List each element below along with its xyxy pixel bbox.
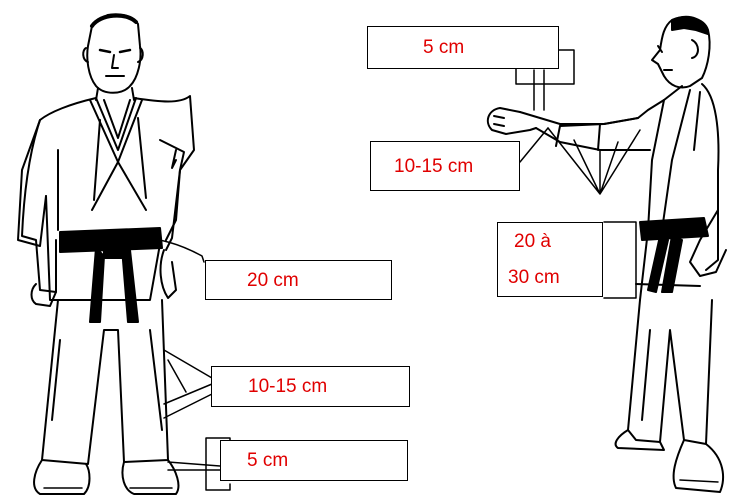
side-feet xyxy=(614,429,724,493)
sleeve-width-text: 10-15 cm xyxy=(394,155,474,177)
side-belt xyxy=(639,217,709,293)
front-view-figure xyxy=(17,13,195,495)
belt-height-text-line2: 30 cm xyxy=(508,267,560,289)
belt-height-text-line1: 20 à xyxy=(514,230,551,252)
sleeve-gap-label: 10-15 cm xyxy=(211,366,410,407)
side-trousers xyxy=(627,299,713,445)
belt-height-label: 20 à 30 cm xyxy=(497,222,603,297)
front-trousers xyxy=(41,299,169,465)
side-arm xyxy=(486,107,651,151)
front-head xyxy=(82,13,144,101)
side-view-figure xyxy=(486,15,727,493)
side-measure-lines xyxy=(515,49,641,299)
trouser-gap-label: 5 cm xyxy=(220,440,408,481)
side-head xyxy=(651,15,711,89)
wrist-gap-text: 5 cm xyxy=(423,37,465,58)
sleeve-gap-text: 10-15 cm xyxy=(248,376,328,397)
sleeve-width-label: 10-15 cm xyxy=(370,141,520,191)
belt-length-text: 20 cm xyxy=(247,269,299,291)
wrist-gap-label: 5 cm xyxy=(367,26,559,69)
front-jacket xyxy=(17,95,195,307)
front-belt xyxy=(59,227,163,323)
trouser-gap-text: 5 cm xyxy=(247,450,289,471)
front-feet xyxy=(33,459,180,495)
belt-length-label: 20 cm xyxy=(205,260,392,300)
